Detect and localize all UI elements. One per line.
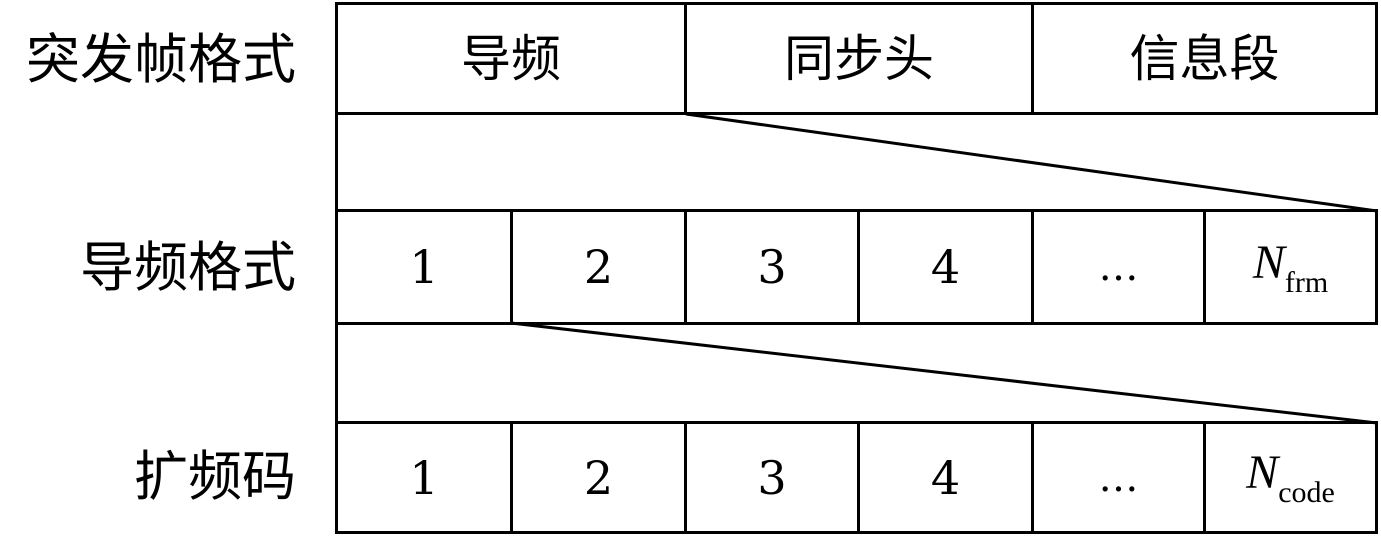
burst-cell-pilot: 导频: [335, 2, 687, 115]
code-cell-3: 3: [684, 421, 860, 534]
code-cell-ellipsis-label: …: [1098, 454, 1139, 501]
pilot-cell-2: 2: [510, 209, 687, 325]
pilot-cell-1: 1: [335, 209, 513, 325]
n-code-subscript: code: [1278, 476, 1335, 509]
pilot-cell-ellipsis-label: …: [1098, 244, 1139, 290]
pilot-cell-3: 3: [684, 209, 860, 325]
pilot-cell-1-label: 1: [409, 240, 439, 294]
pilot-cell-3-label: 3: [757, 240, 787, 294]
burst-cell-info-segment: 信息段: [1031, 2, 1378, 115]
row-label-pilot-format: 导频格式: [80, 236, 296, 299]
n-frm-subscript: frm: [1284, 265, 1329, 299]
burst-cell-sync-header: 同步头: [684, 2, 1034, 115]
pilot-cell-2-label: 2: [583, 240, 614, 294]
pilot-cell-4-label: 4: [930, 240, 961, 294]
row-label-spreading-code: 扩频码: [134, 445, 296, 508]
burst-cell-pilot-label: 导频: [461, 29, 561, 88]
code-cell-n-code: Ncode: [1203, 421, 1378, 534]
gap-box-upper: [335, 110, 1378, 214]
code-cell-4-label: 4: [930, 450, 961, 505]
row-label-burst-frame: 突发帧格式: [26, 28, 296, 91]
pilot-cell-n-frm-label: Nfrm: [1253, 235, 1328, 300]
code-cell-n-code-label: Ncode: [1246, 445, 1335, 510]
pilot-cell-n-frm: Nfrm: [1203, 209, 1378, 325]
code-cell-1-label: 1: [409, 450, 439, 505]
code-cell-2: 2: [510, 421, 687, 534]
code-cell-2-label: 2: [583, 450, 614, 505]
pilot-cell-ellipsis: …: [1031, 209, 1206, 325]
code-cell-ellipsis: …: [1031, 421, 1206, 534]
burst-cell-sync-header-label: 同步头: [784, 29, 934, 88]
gap-box-lower: [335, 320, 1378, 426]
n-code-variable: N: [1246, 446, 1279, 499]
code-cell-4: 4: [857, 421, 1034, 534]
n-frm-variable: N: [1252, 235, 1285, 289]
burst-cell-info-segment-label: 信息段: [1129, 29, 1280, 88]
pilot-cell-4: 4: [857, 209, 1034, 325]
code-cell-1: 1: [335, 421, 513, 534]
code-cell-3-label: 3: [757, 450, 787, 505]
